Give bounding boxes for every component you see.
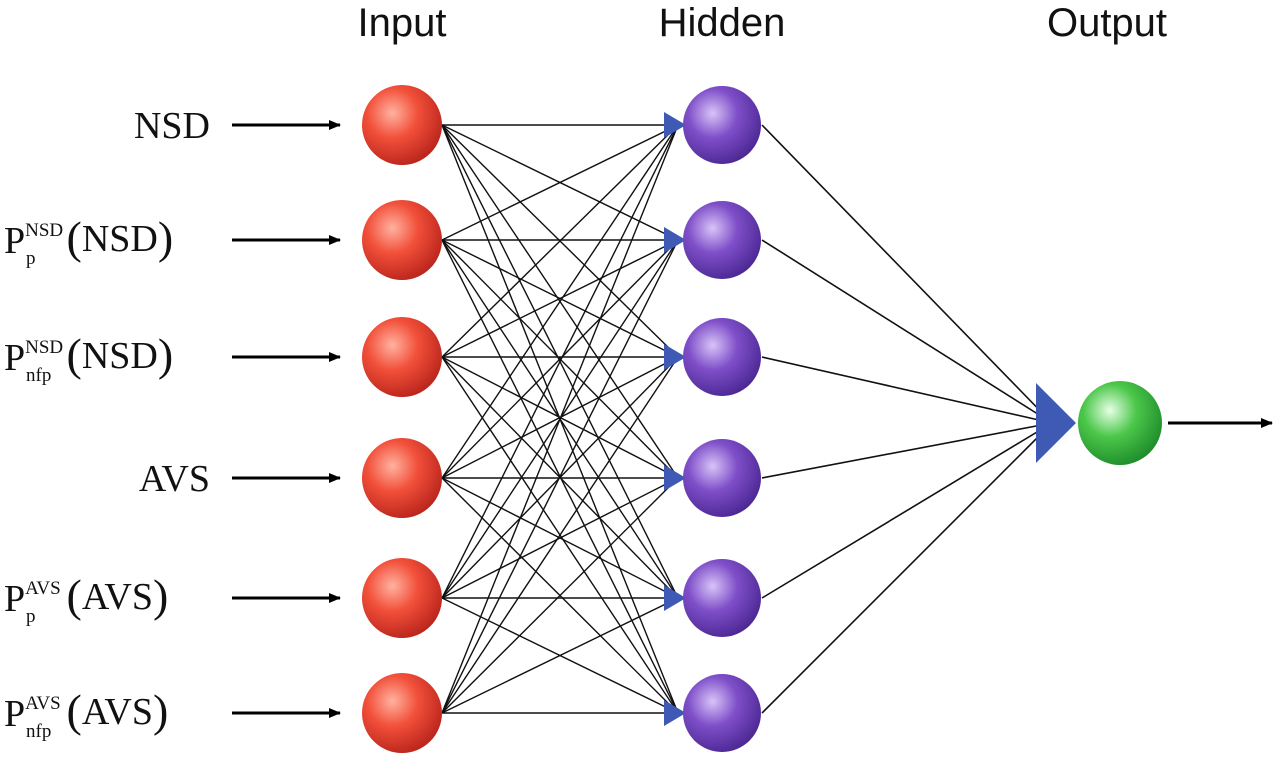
hidden-input-arrowhead <box>664 112 686 138</box>
hidden-input-arrowhead <box>664 227 686 253</box>
hidden-node <box>683 201 761 279</box>
input-hidden-connection <box>441 477 679 714</box>
input-node <box>362 317 442 397</box>
hidden-output-connection <box>761 422 1053 599</box>
input-hidden-connection <box>441 124 679 479</box>
input-node <box>362 200 442 280</box>
hidden-layer-title: Hidden <box>659 1 786 45</box>
input-hidden-connection <box>441 356 679 714</box>
output-layer-title: Output <box>1047 1 1167 45</box>
input-hidden-connection <box>441 239 679 358</box>
input-hidden-connection <box>441 239 679 714</box>
input-hidden-connection <box>441 477 679 599</box>
arrowhead-layer <box>664 112 1076 726</box>
input-hidden-connection <box>441 239 679 479</box>
hidden-output-connection <box>761 356 1053 424</box>
input-node <box>362 673 442 753</box>
input-hidden-connection <box>441 124 679 241</box>
input-hidden-connection <box>441 597 679 714</box>
hidden-input-arrowhead <box>664 700 686 726</box>
hidden-node <box>683 674 761 752</box>
hidden-output-connection <box>761 239 1053 424</box>
input-layer-title: Input <box>358 1 447 45</box>
hidden-output-connection <box>761 124 1053 424</box>
output-input-arrowhead <box>1036 383 1076 463</box>
hidden-input-arrowhead <box>664 465 686 491</box>
input-hidden-connection <box>441 124 679 599</box>
hidden-node <box>683 559 761 637</box>
input-hidden-connection <box>441 124 679 358</box>
hidden-input-arrowhead <box>664 344 686 370</box>
input-arrow-layer <box>232 120 1273 718</box>
hidden-node <box>683 318 761 396</box>
input-hidden-connection <box>441 124 679 714</box>
hidden-output-connection <box>761 422 1053 714</box>
output-node <box>1078 381 1162 465</box>
input-node <box>362 558 442 638</box>
hidden-node <box>683 439 761 517</box>
node-layer <box>362 85 1162 753</box>
hidden-input-arrowhead <box>664 585 686 611</box>
input-node <box>362 438 442 518</box>
input-label: AVS <box>139 458 210 500</box>
hidden-node <box>683 86 761 164</box>
connection-layer <box>441 124 1053 714</box>
input-label: NSD <box>134 105 210 147</box>
hidden-output-connection <box>761 422 1053 479</box>
input-node <box>362 85 442 165</box>
